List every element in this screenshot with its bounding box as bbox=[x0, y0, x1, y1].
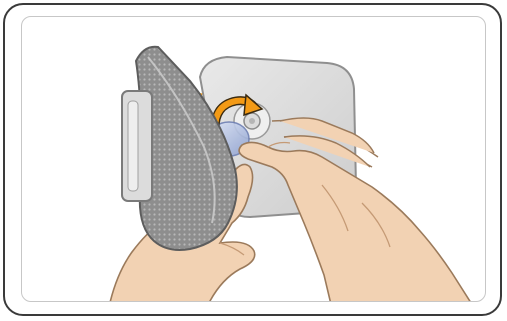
right-hand bbox=[239, 142, 480, 302]
figure-frame bbox=[3, 3, 502, 316]
illustration-panel bbox=[21, 16, 486, 302]
illustration bbox=[22, 17, 486, 302]
